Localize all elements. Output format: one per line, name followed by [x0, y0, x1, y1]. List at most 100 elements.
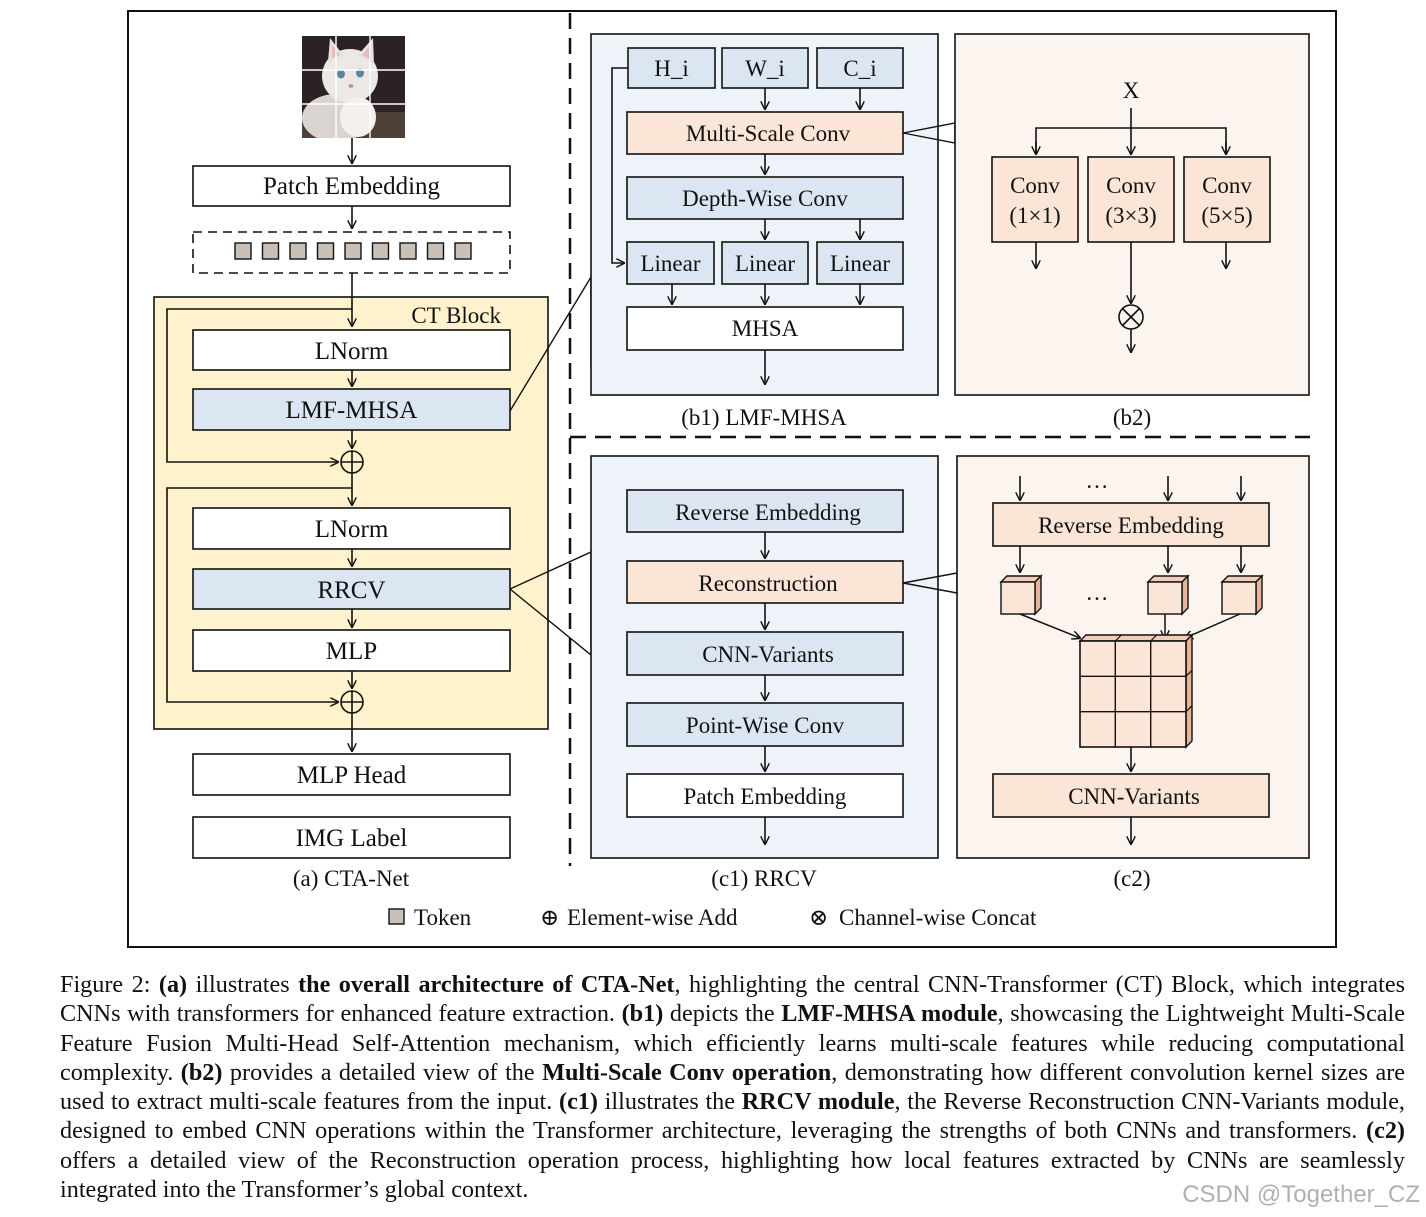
linear-3-label: Linear — [830, 251, 890, 276]
cnn-variants-c2-label: CNN-Variants — [1068, 784, 1200, 809]
cnn-variants-label: CNN-Variants — [702, 642, 834, 667]
caption-part: Figure 2: — [60, 971, 159, 998]
lmf-mhsa-box — [192, 388, 511, 431]
caption-part: the overall architecture of CTA-Net — [298, 971, 675, 998]
depth-wise-conv-box — [626, 176, 904, 220]
token-square — [454, 242, 472, 260]
conv-5x5-box — [1183, 156, 1271, 243]
conv-5x5-title: Conv — [1202, 173, 1252, 198]
token-square — [234, 242, 252, 260]
caption-part: , the Reverse Reconstruction CNN-Variant… — [60, 1088, 1405, 1145]
caption-part: illustrates the — [597, 1088, 742, 1116]
legend-token-label: Token — [414, 905, 472, 930]
legend-token-swatch — [388, 908, 405, 925]
img-label-box — [192, 816, 511, 859]
w-i-box — [721, 47, 809, 89]
panel-c2-reconstruction: … Reverse Embedding … — [956, 455, 1310, 891]
depth-wise-conv-label: Depth-Wise Conv — [682, 186, 848, 211]
patch-embedding-c1-box — [626, 773, 904, 818]
lnorm-2-box — [192, 507, 511, 550]
token-square — [399, 242, 417, 260]
caption-part: offers a detailed view of the Reconstruc… — [60, 1146, 1405, 1204]
caption-part: (c1) — [559, 1088, 598, 1116]
conv-1x1-size: (1×1) — [1009, 203, 1060, 228]
multi-scale-conv-label: Multi-Scale Conv — [686, 121, 851, 146]
mlp-head-box — [192, 753, 511, 796]
linear-1-box — [626, 241, 715, 285]
caption-part: (c2) — [1366, 1117, 1405, 1145]
caption-part: , highlighting the central CNN-Transform… — [60, 971, 1405, 1028]
legend-add-symbol: ⊕ — [540, 905, 559, 930]
conv-5x5-size: (5×5) — [1201, 203, 1252, 228]
img-label-label: IMG Label — [296, 825, 408, 852]
mlp-head-label: MLP Head — [297, 762, 407, 789]
panel-c2-caption: (c2) — [1113, 866, 1150, 891]
caption-part: provides a detailed view of the — [222, 1058, 543, 1086]
lnorm-1-box — [192, 329, 511, 371]
reconstructed-feature-grid — [1078, 633, 1194, 749]
panel-b1-lmf-mhsa: H_i W_i C_i Multi-Scale Conv Depth-Wise … — [590, 33, 939, 430]
reconstruction-box — [626, 560, 904, 604]
rrcv-label: RRCV — [317, 577, 385, 604]
patch-embedding-label: Patch Embedding — [263, 173, 441, 200]
mhsa-label: MHSA — [732, 316, 799, 341]
caption-part: Multi-Scale Conv operation — [542, 1058, 832, 1086]
token-square — [316, 242, 335, 260]
element-wise-add-2 — [340, 690, 364, 714]
mlp-label: MLP — [326, 638, 377, 665]
linear-2-label: Linear — [735, 251, 795, 276]
mhsa-box — [626, 306, 904, 351]
legend-concat-symbol: ⊗ — [809, 905, 828, 930]
panel-b1-caption: (b1) LMF-MHSA — [681, 405, 847, 430]
lnorm-2-label: LNorm — [315, 516, 389, 543]
token-square — [289, 242, 307, 260]
w-i-label: W_i — [745, 56, 785, 81]
panel-c1-rrcv: Reverse Embedding Reconstruction CNN-Var… — [590, 455, 939, 891]
legend: Token ⊕ Element-wise Add ⊗ Channel-wise … — [388, 905, 1037, 930]
lmf-mhsa-label: LMF-MHSA — [286, 397, 418, 424]
c-i-label: C_i — [843, 56, 876, 81]
conv-1x1-title: Conv — [1010, 173, 1060, 198]
element-wise-add-1 — [340, 450, 364, 474]
reverse-embedding-box — [626, 489, 904, 533]
caption-part: (b1) — [621, 1000, 664, 1028]
figure-caption: Figure 2: (a) illustrates the overall ar… — [60, 970, 1405, 1204]
caption-part: , demonstrating how different convolutio… — [60, 1058, 1406, 1116]
input-ellipsis: … — [1086, 468, 1109, 493]
caption-part: depicts the — [663, 1000, 782, 1028]
panel-b2-caption: (b2) — [1113, 405, 1151, 430]
token-square — [426, 242, 445, 260]
mlp-box — [192, 629, 511, 672]
panel-c1-caption: (c1) RRCV — [711, 866, 817, 891]
token-square — [261, 242, 280, 260]
point-wise-conv-label: Point-Wise Conv — [686, 713, 845, 738]
reverse-embedding-c2-label: Reverse Embedding — [1038, 513, 1224, 538]
caption-part: (b2) — [180, 1058, 223, 1086]
reverse-embedding-c2-box — [992, 502, 1270, 547]
cube-ellipsis: … — [1086, 580, 1109, 605]
linear-1-label: Linear — [640, 251, 700, 276]
legend-concat-label: Channel-wise Concat — [839, 905, 1037, 930]
architecture-figure: Patch Embedding CT Block LNorm LMF-MHSA … — [127, 10, 1337, 948]
caption-part: RRCV module — [741, 1088, 895, 1116]
feature-cube-1 — [999, 574, 1043, 616]
feature-cube-2 — [1146, 574, 1190, 616]
panel-b2-multi-scale-conv: X Conv (1×1) Conv (3×3) Conv (5×5) (b2) — [954, 33, 1310, 430]
watermark: CSDN @Together_CZ — [1182, 1181, 1420, 1208]
feature-cube-3 — [1220, 574, 1264, 616]
panel-a-caption: (a) CTA-Net — [293, 866, 410, 891]
linear-2-box — [721, 241, 809, 285]
figure-frame — [127, 10, 1337, 948]
conv-1x1-box — [991, 156, 1079, 243]
h-i-label: H_i — [654, 56, 689, 81]
legend-add-label: Element-wise Add — [567, 905, 738, 930]
patch-embedding-c1-label: Patch Embedding — [684, 784, 847, 809]
lnorm-1-label: LNorm — [315, 338, 389, 365]
conv-3x3-title: Conv — [1106, 173, 1156, 198]
token-square — [371, 242, 390, 260]
caption-part: , showcasing the Lightweight Multi-Scale… — [60, 1000, 1406, 1086]
panel-a-cta-net: Patch Embedding CT Block LNorm LMF-MHSA … — [153, 36, 549, 891]
reverse-embedding-label: Reverse Embedding — [675, 500, 861, 525]
input-x-label: X — [1123, 78, 1140, 103]
caption-part: (a) — [158, 971, 188, 998]
